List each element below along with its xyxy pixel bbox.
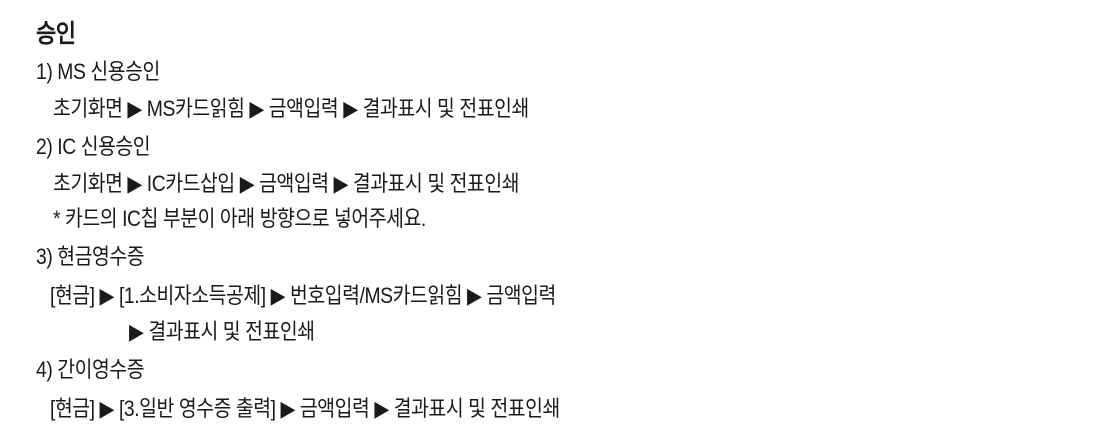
step-line: [현금] ▶ [3.일반 영수증 출력] ▶ 금액입력 ▶ 결과표시 및 전표인… bbox=[50, 396, 560, 421]
step-line: [현금] ▶ [1.소비자소득공제] ▶ 번호입력/MS카드읽힘 ▶ 금액입력 bbox=[50, 283, 556, 308]
section-heading-ms-credit: 1) MS 신용승인 bbox=[36, 59, 160, 84]
note-line: * 카드의 IC칩 부분이 아래 방향으로 넣어주세요. bbox=[53, 206, 426, 231]
section-heading-cash-receipt: 3) 현금영수증 bbox=[36, 244, 145, 269]
step-line-continued: ▶ 결과표시 및 전표인쇄 bbox=[129, 319, 315, 344]
section-heading-simple-receipt: 4) 간이영수증 bbox=[36, 357, 145, 382]
step-line: 초기화면 ▶ MS카드읽힘 ▶ 금액입력 ▶ 결과표시 및 전표인쇄 bbox=[53, 96, 529, 121]
step-line: 초기화면 ▶ IC카드삽입 ▶ 금액입력 ▶ 결과표시 및 전표인쇄 bbox=[53, 171, 520, 196]
section-heading-ic-credit: 2) IC 신용승인 bbox=[36, 134, 151, 159]
document-title: 승인 bbox=[36, 20, 76, 48]
